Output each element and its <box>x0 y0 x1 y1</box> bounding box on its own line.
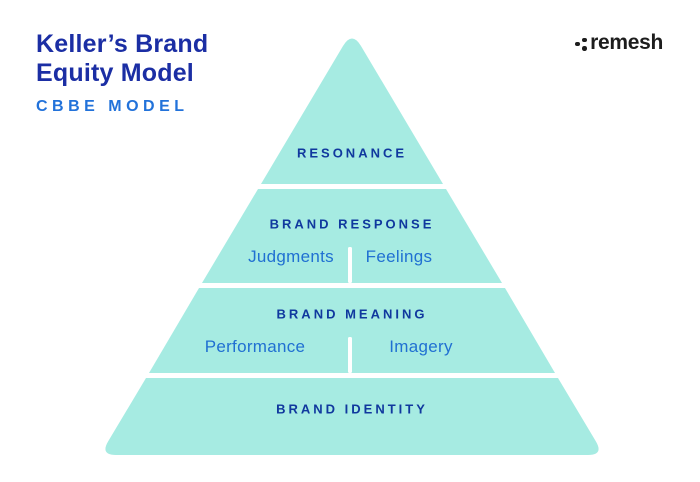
remesh-logo-text: remesh <box>590 31 663 54</box>
level-response-label: BRAND RESPONSE <box>269 216 435 232</box>
page-title: Keller’s Brand Equity Model <box>36 30 208 88</box>
response-divider-line <box>348 247 352 283</box>
level-identity-label: BRAND IDENTITY <box>276 401 428 417</box>
page-title-line1: Keller’s Brand <box>36 30 209 58</box>
pyramid-level-resonance-shape <box>261 38 443 184</box>
pyramid-level-identity-shape <box>105 378 599 455</box>
remesh-logo: remesh <box>575 31 663 55</box>
level-meaning-label: BRAND MEANING <box>276 306 428 322</box>
sublabel-performance: Performance <box>204 337 306 356</box>
sublabel-judgments: Judgments <box>248 247 334 266</box>
sublabel-feelings: Feelings <box>365 247 433 266</box>
level-resonance-label: RESONANCE <box>296 145 408 161</box>
page-subtitle: CBBE MODEL <box>36 98 189 115</box>
sublabel-imagery: Imagery <box>389 337 453 356</box>
pyramid-level-response-shape <box>202 189 502 283</box>
meaning-divider-line <box>348 337 352 373</box>
header: Keller’s Brand Equity Model CBBE MODEL <box>36 30 208 116</box>
pyramid-level-meaning-shape <box>149 288 555 373</box>
remesh-mark-icon <box>575 35 587 52</box>
page-title-line2: Equity Model <box>36 59 194 87</box>
